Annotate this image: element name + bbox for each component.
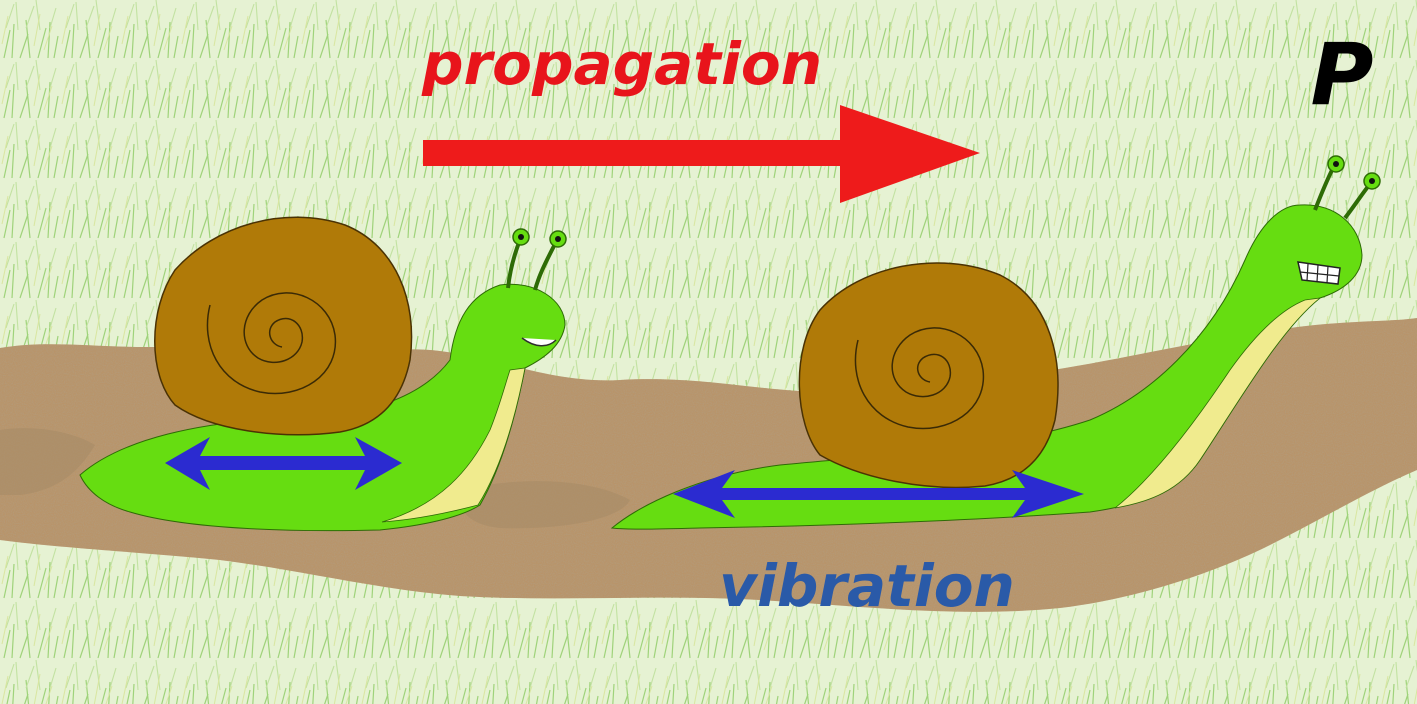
snail-belly [381,367,526,523]
smile [521,337,557,347]
vibration-label: vibration [719,552,1015,620]
snail-belly [1114,297,1322,509]
shell [154,216,413,436]
wave-type-label: P [1310,25,1373,125]
gritted-teeth [1297,261,1341,285]
snail-icon [610,155,1381,530]
shell [798,262,1059,489]
propagation-label: propagation [421,30,822,98]
arrow-right-icon [423,105,980,203]
double-arrow-icon [673,470,1084,518]
double-arrow-icon [165,437,402,490]
